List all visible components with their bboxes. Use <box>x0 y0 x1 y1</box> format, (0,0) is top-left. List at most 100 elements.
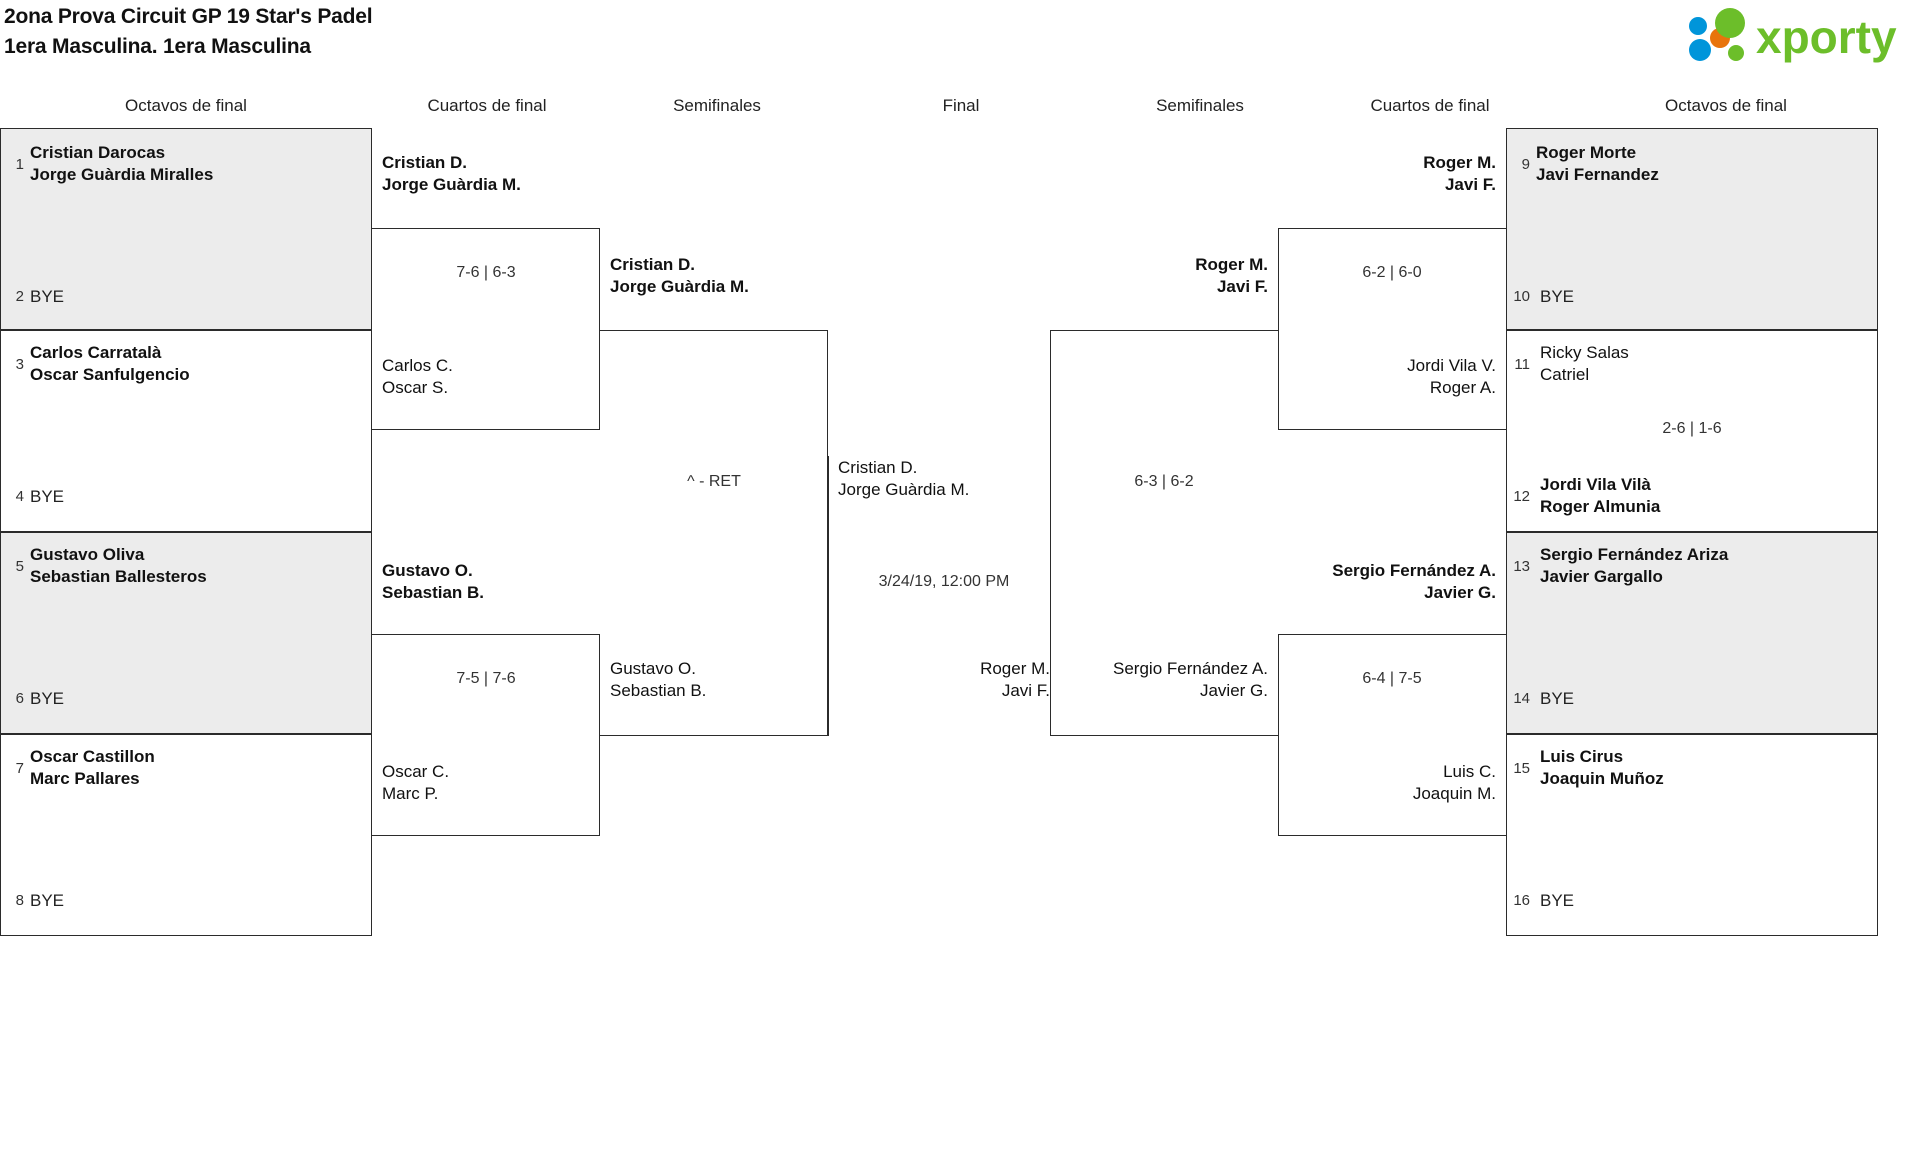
player-name: Luis C. <box>1443 762 1496 781</box>
player-name: Jorge Guàrdia Miralles <box>30 165 214 184</box>
match-score: 2-6 | 1-6 <box>1662 420 1722 437</box>
match-score: 6-2 | 6-0 <box>1362 264 1422 281</box>
player-name: Sebastian B. <box>610 681 707 700</box>
seed-number: 11 <box>1514 356 1530 373</box>
match-box-left-r16-2[interactable] <box>0 330 372 532</box>
player-name: Roger Morte <box>1536 143 1637 162</box>
match-score: 6-3 | 6-2 <box>1134 473 1194 490</box>
player-name: BYE <box>30 487 65 506</box>
connector-left-qf-1 <box>372 228 600 430</box>
seed-number: 6 <box>15 690 24 707</box>
player-name: Sergio Fernández Ariza <box>1540 545 1729 564</box>
player-name: Marc P. <box>382 784 439 803</box>
page-title: 2ona Prova Circuit GP 19 Star's Padel 1e… <box>4 2 373 62</box>
round-header-left-r16: Octavos de final <box>125 96 247 115</box>
player-name: Jorge Guàrdia M. <box>610 277 749 296</box>
match-box-right-r16-2[interactable] <box>1506 330 1878 532</box>
player-name: Jorge Guàrdia M. <box>838 480 970 499</box>
player-name: Marc Pallares <box>30 769 140 788</box>
player-name: Roger M. <box>1423 153 1496 172</box>
player-name: Oscar C. <box>382 762 450 781</box>
seed-number: 8 <box>15 892 24 909</box>
player-name: Cristian D. <box>382 153 468 172</box>
match-box-right-r16-1[interactable] <box>1506 128 1878 330</box>
seed-number: 16 <box>1513 892 1530 909</box>
player-name: Sebastian B. <box>382 583 485 602</box>
match-box-left-r16-3[interactable] <box>0 532 372 734</box>
xporty-logo-icon: xporty <box>1689 8 1897 63</box>
match-score: 7-5 | 7-6 <box>456 670 516 687</box>
player-name: BYE <box>1540 689 1575 708</box>
connector-right-sf-1 <box>1050 330 1278 736</box>
player-name: Carlos Carratalà <box>30 343 162 362</box>
player-name: Gustavo O. <box>382 561 473 580</box>
seed-number: 4 <box>15 488 24 505</box>
round-header-left-qf: Cuartos de final <box>427 96 547 115</box>
connector-right-qf-1 <box>1278 228 1506 430</box>
seed-number: 10 <box>1513 288 1530 305</box>
tournament-category: 1era Masculina. 1era Masculina <box>4 35 311 58</box>
seed-number: 3 <box>15 356 24 373</box>
xporty-logo: xporty <box>1668 8 1908 64</box>
player-name: Javier G. <box>1199 681 1268 700</box>
player-name: Catriel <box>1540 365 1590 384</box>
svg-text:xporty: xporty <box>1756 11 1897 63</box>
player-name: Jordi Vila Vilà <box>1540 475 1651 494</box>
player-name: BYE <box>30 689 65 708</box>
seed-number: 5 <box>15 558 24 575</box>
seed-number: 1 <box>15 156 24 173</box>
seed-number: 7 <box>15 760 24 777</box>
player-name: Javi F. <box>1216 277 1268 296</box>
match-box-left-r16-4[interactable] <box>0 734 372 936</box>
seed-number: 13 <box>1513 558 1530 575</box>
seed-number: 2 <box>15 288 24 305</box>
player-name: Roger A. <box>1429 378 1496 397</box>
player-name: Oscar S. <box>382 378 449 397</box>
player-name: Joaquin M. <box>1412 784 1496 803</box>
player-name: Jorge Guàrdia M. <box>382 175 521 194</box>
match-box-right-r16-3[interactable] <box>1506 532 1878 734</box>
player-name: Gustavo Oliva <box>30 545 145 564</box>
seed-number: 9 <box>1521 156 1530 173</box>
player-name: Sergio Fernández A. <box>1332 561 1496 580</box>
seed-number: 14 <box>1513 690 1530 707</box>
player-name: Ricky Salas <box>1540 343 1629 362</box>
connector-right-qf-2 <box>1278 634 1506 836</box>
player-name: Sebastian Ballesteros <box>30 567 207 586</box>
player-name: Gustavo O. <box>610 659 696 678</box>
player-name: Javier G. <box>1424 583 1496 602</box>
connector-left-sf-1 <box>600 330 828 736</box>
player-name: Sergio Fernández A. <box>1113 659 1268 678</box>
player-name: Javi F. <box>1001 681 1050 700</box>
tournament-name: 2ona Prova Circuit GP 19 Star's Padel <box>4 5 373 28</box>
match-score: 6-4 | 7-5 <box>1362 670 1422 687</box>
player-name: Carlos C. <box>382 356 453 375</box>
player-name: Cristian D. <box>610 255 696 274</box>
player-name: Javier Gargallo <box>1540 567 1663 586</box>
player-name: Oscar Castillon <box>30 747 155 766</box>
player-name: BYE <box>30 287 65 306</box>
seed-number: 15 <box>1513 760 1530 777</box>
player-name: Luis Cirus <box>1540 747 1624 766</box>
player-name: Oscar Sanfulgencio <box>30 365 190 384</box>
player-name: Jordi Vila V. <box>1407 356 1496 375</box>
player-name: BYE <box>1540 891 1575 910</box>
player-name: Javi Fernandez <box>1536 165 1659 184</box>
round-header-left-sf: Semifinales <box>673 96 761 115</box>
seed-number: 12 <box>1513 488 1530 505</box>
player-name: BYE <box>30 891 65 910</box>
match-datetime: 3/24/19, 12:00 PM <box>878 573 1010 590</box>
match-box-left-r16-1[interactable] <box>0 128 372 330</box>
round-header-right-sf: Semifinales <box>1156 96 1244 115</box>
match-score: ^ - RET <box>687 473 741 490</box>
player-name: BYE <box>1540 287 1575 306</box>
player-name: Roger Almunia <box>1540 497 1661 516</box>
round-header-right-qf: Cuartos de final <box>1370 96 1490 115</box>
player-name: Cristian D. <box>838 458 918 477</box>
player-name: Javi F. <box>1444 175 1496 194</box>
round-header-final: Final <box>942 96 980 115</box>
match-box-right-r16-4[interactable] <box>1506 734 1878 936</box>
round-header-right-r16: Octavos de final <box>1665 96 1787 115</box>
player-name: Roger M. <box>980 659 1050 678</box>
